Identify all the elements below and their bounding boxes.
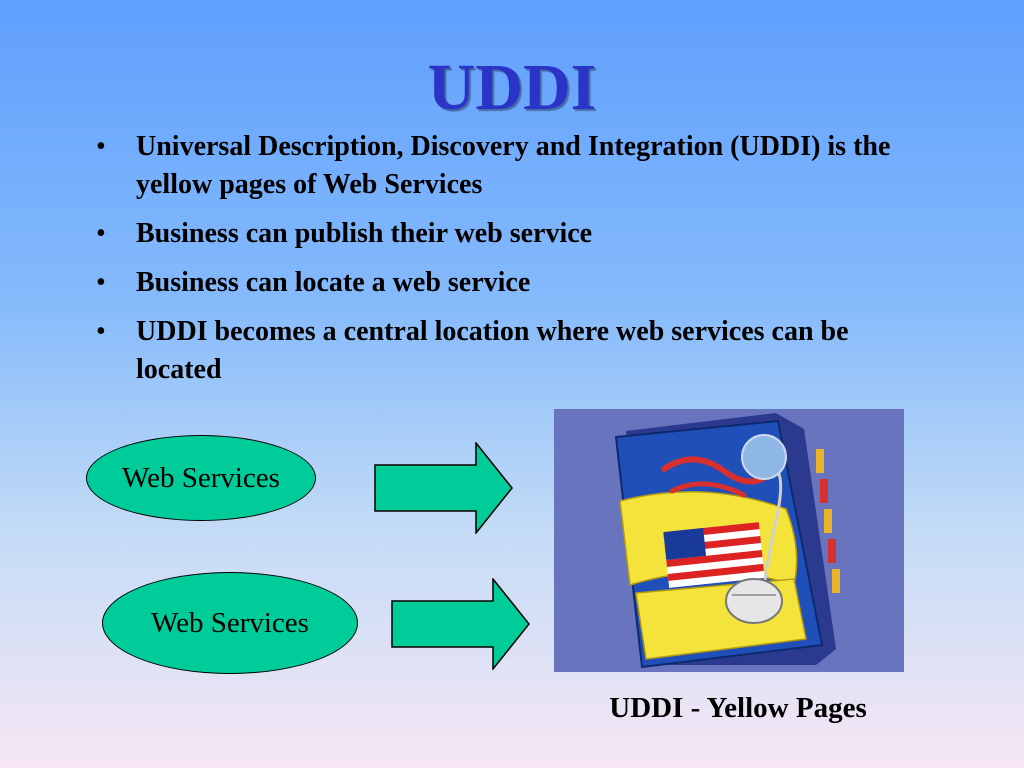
oval-label: Web Services xyxy=(151,606,309,639)
web-services-oval-1: Web Services xyxy=(86,435,316,521)
bullet-item: UDDI becomes a central location where we… xyxy=(96,313,926,389)
bullet-item: Universal Description, Discovery and Int… xyxy=(96,128,926,204)
right-arrow-icon xyxy=(391,578,530,670)
bullet-item: Business can publish their web service xyxy=(96,215,926,253)
image-caption: UDDI - Yellow Pages xyxy=(609,692,867,724)
yellow-pages-book-icon xyxy=(614,413,840,669)
slide-title: UDDI xyxy=(427,51,597,124)
bullet-list: Universal Description, Discovery and Int… xyxy=(96,128,926,400)
right-arrow-icon xyxy=(374,442,513,534)
yellow-pages-book-image xyxy=(554,409,904,672)
web-services-oval-2: Web Services xyxy=(102,572,358,674)
oval-label: Web Services xyxy=(122,461,280,494)
bullet-item: Business can locate a web service xyxy=(96,264,926,302)
